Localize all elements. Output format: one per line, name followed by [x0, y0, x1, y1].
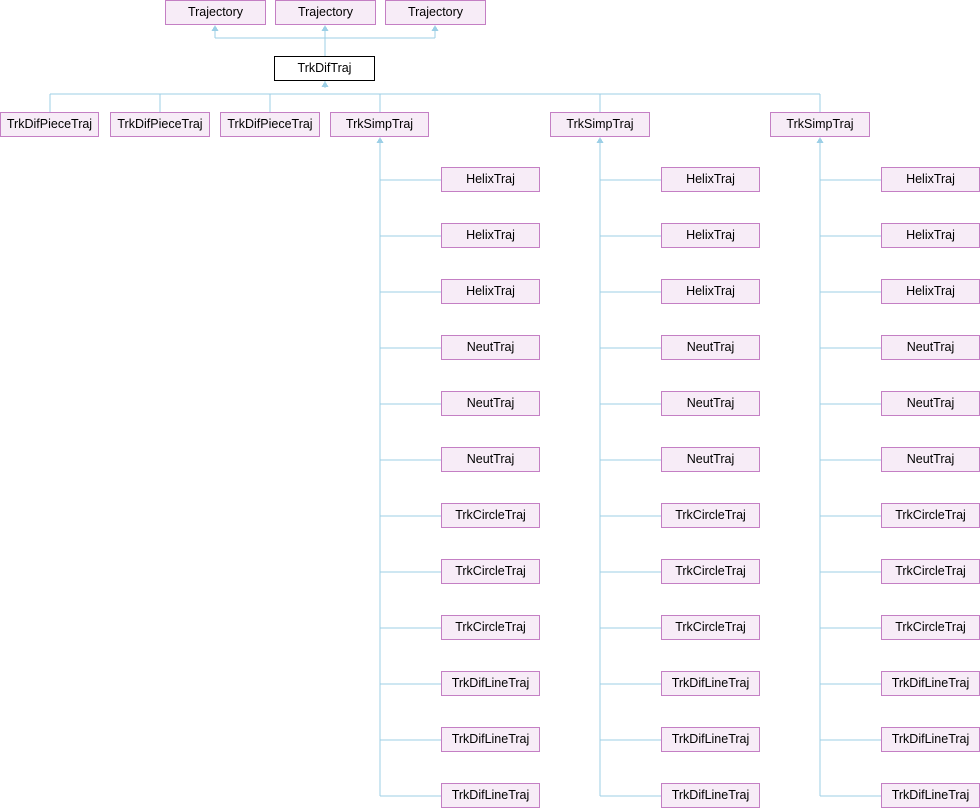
- class-node-trkdiflinetraj[interactable]: TrkDifLineTraj: [441, 783, 540, 808]
- inheritance-arrowhead: [376, 137, 384, 143]
- class-node-helixtraj[interactable]: HelixTraj: [661, 167, 760, 192]
- class-node-trkdifpiecetraj[interactable]: TrkDifPieceTraj: [0, 112, 99, 137]
- class-node-trkdiflinetraj[interactable]: TrkDifLineTraj: [441, 727, 540, 752]
- class-node-helixtraj[interactable]: HelixTraj: [661, 223, 760, 248]
- class-node-trkdiflinetraj[interactable]: TrkDifLineTraj: [661, 783, 760, 808]
- class-node-helixtraj[interactable]: HelixTraj: [441, 223, 540, 248]
- class-node-trkdiflinetraj[interactable]: TrkDifLineTraj: [441, 671, 540, 696]
- class-node-trkcircletraj[interactable]: TrkCircleTraj: [441, 503, 540, 528]
- class-node-helixtraj[interactable]: HelixTraj: [881, 279, 980, 304]
- class-node-trkdiflinetraj[interactable]: TrkDifLineTraj: [881, 783, 980, 808]
- class-node-trksimptraj[interactable]: TrkSimpTraj: [330, 112, 429, 137]
- class-node-trkdifpiecetraj[interactable]: TrkDifPieceTraj: [220, 112, 320, 137]
- inheritance-arrowhead: [816, 137, 824, 143]
- inheritance-arrowhead: [321, 81, 329, 87]
- class-node-neuttraj[interactable]: NeutTraj: [881, 335, 980, 360]
- class-node-trkcircletraj[interactable]: TrkCircleTraj: [661, 559, 760, 584]
- class-node-trkcircletraj[interactable]: TrkCircleTraj: [881, 503, 980, 528]
- class-node-trkcircletraj[interactable]: TrkCircleTraj: [441, 615, 540, 640]
- class-node-trajectory[interactable]: Trajectory: [385, 0, 486, 25]
- class-node-trksimptraj[interactable]: TrkSimpTraj: [770, 112, 870, 137]
- class-node-trkdifpiecetraj[interactable]: TrkDifPieceTraj: [110, 112, 210, 137]
- class-node-neuttraj[interactable]: NeutTraj: [661, 391, 760, 416]
- class-node-helixtraj[interactable]: HelixTraj: [441, 167, 540, 192]
- class-node-trkdiflinetraj[interactable]: TrkDifLineTraj: [661, 727, 760, 752]
- class-node-helixtraj[interactable]: HelixTraj: [881, 223, 980, 248]
- class-node-trksimptraj[interactable]: TrkSimpTraj: [550, 112, 650, 137]
- class-node-helixtraj[interactable]: HelixTraj: [881, 167, 980, 192]
- class-node-trkdiflinetraj[interactable]: TrkDifLineTraj: [661, 671, 760, 696]
- class-node-trkdiflinetraj[interactable]: TrkDifLineTraj: [881, 671, 980, 696]
- class-node-helixtraj[interactable]: HelixTraj: [661, 279, 760, 304]
- class-node-helixtraj[interactable]: HelixTraj: [441, 279, 540, 304]
- class-node-neuttraj[interactable]: NeutTraj: [881, 391, 980, 416]
- class-node-trkdiflinetraj[interactable]: TrkDifLineTraj: [881, 727, 980, 752]
- class-node-trkcircletraj[interactable]: TrkCircleTraj: [881, 559, 980, 584]
- class-node-trkcircletraj[interactable]: TrkCircleTraj: [881, 615, 980, 640]
- class-node-trajectory[interactable]: Trajectory: [275, 0, 376, 25]
- class-node-trajectory[interactable]: Trajectory: [165, 0, 266, 25]
- class-node-neuttraj[interactable]: NeutTraj: [661, 447, 760, 472]
- class-node-neuttraj[interactable]: NeutTraj: [441, 447, 540, 472]
- class-node-neuttraj[interactable]: NeutTraj: [661, 335, 760, 360]
- class-node-trkcircletraj[interactable]: TrkCircleTraj: [661, 503, 760, 528]
- class-node-neuttraj[interactable]: NeutTraj: [441, 391, 540, 416]
- inheritance-arrowhead: [596, 137, 604, 143]
- inheritance-arrowhead: [211, 25, 219, 31]
- class-node-trkdiftraj: TrkDifTraj: [274, 56, 375, 81]
- inheritance-arrowhead: [321, 25, 329, 31]
- class-node-neuttraj[interactable]: NeutTraj: [881, 447, 980, 472]
- class-node-trkcircletraj[interactable]: TrkCircleTraj: [661, 615, 760, 640]
- class-node-neuttraj[interactable]: NeutTraj: [441, 335, 540, 360]
- class-node-trkcircletraj[interactable]: TrkCircleTraj: [441, 559, 540, 584]
- inheritance-arrowhead: [431, 25, 439, 31]
